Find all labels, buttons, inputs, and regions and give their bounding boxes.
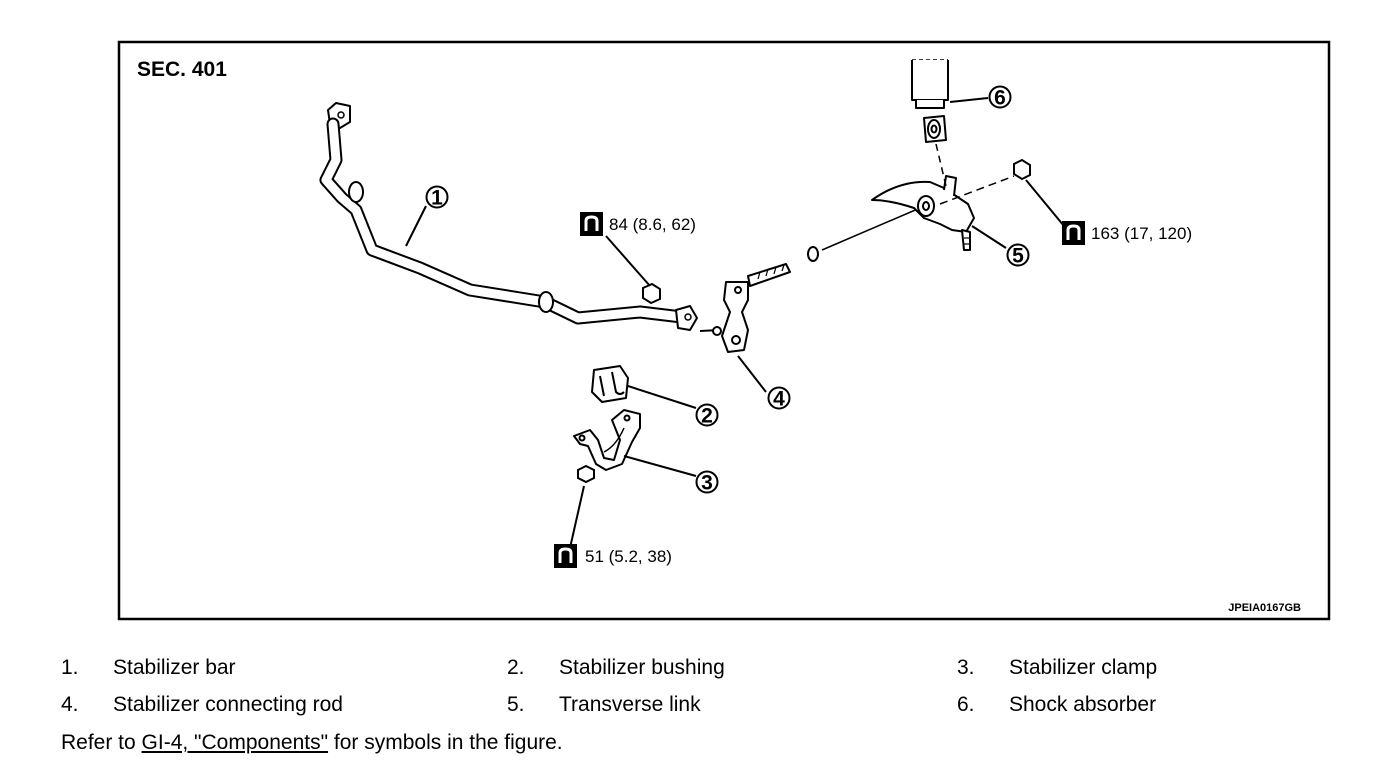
- transverse-link-nut: [1013, 158, 1031, 181]
- assembly-centerline: [821, 207, 921, 251]
- diagram-frame: [117, 40, 1331, 621]
- svg-text:84 (8.6, 62): 84 (8.6, 62): [609, 215, 696, 234]
- callout-5: 5: [1006, 243, 1030, 268]
- reference-note-prefix: Refer to: [61, 731, 142, 754]
- stabilizer-clamp-drawing: [573, 409, 641, 471]
- components-link[interactable]: GI-4, "Components": [141, 731, 329, 754]
- callout-3: 3: [695, 470, 719, 495]
- legend-number: 2.: [507, 656, 525, 679]
- legend-number: 3.: [957, 656, 975, 679]
- shock-centerline: [935, 143, 947, 187]
- torque-spec-51: 51 (5.2, 38): [554, 544, 672, 568]
- torque-wrench-icon: [554, 544, 577, 568]
- svg-text:2: 2: [701, 405, 713, 428]
- torque-spec-84: 84 (8.6, 62): [580, 212, 696, 236]
- svg-text:5: 5: [1012, 245, 1024, 268]
- torque-wrench-icon: [1062, 221, 1085, 245]
- bolt-centerline: [939, 175, 1015, 205]
- svg-text:4: 4: [773, 388, 785, 411]
- torque-wrench-icon: [580, 212, 603, 236]
- svg-text:163 (17, 120): 163 (17, 120): [1091, 224, 1192, 243]
- legend-item-5: 5. Transverse link: [507, 691, 927, 719]
- stabilizer-bar-nut: [642, 282, 661, 305]
- legend-label: Transverse link: [559, 693, 701, 716]
- legend-number: 5.: [507, 693, 525, 716]
- callout-4: 4: [767, 386, 791, 411]
- legend-item-1: 1. Stabilizer bar: [61, 654, 481, 682]
- section-label: SEC. 401: [137, 58, 227, 81]
- legend-number: 4.: [61, 693, 79, 716]
- legend-item-3: 3. Stabilizer clamp: [957, 654, 1357, 682]
- callout-1: 1: [425, 185, 449, 210]
- image-code: JPEIA0167GB: [1228, 602, 1301, 614]
- svg-text:1: 1: [431, 187, 443, 210]
- leader-lines: [405, 97, 1065, 549]
- legend-number: 6.: [957, 693, 975, 716]
- exploded-view-diagram: SEC. 401 JPEIA0167GB: [117, 40, 1331, 621]
- torque-spec-163: 163 (17, 120): [1062, 221, 1192, 245]
- legend-label: Stabilizer bushing: [559, 656, 725, 679]
- legend-label: Stabilizer bar: [113, 656, 236, 679]
- transverse-link-drawing: [871, 175, 975, 251]
- shock-absorber-drawing: [911, 59, 949, 143]
- callout-6: 6: [988, 85, 1012, 110]
- legend-label: Stabilizer connecting rod: [113, 693, 343, 716]
- reference-note-suffix: for symbols in the figure.: [328, 731, 563, 754]
- stabilizer-bar-drawing: [319, 102, 698, 331]
- stabilizer-bushing-drawing: [591, 365, 629, 403]
- svg-text:6: 6: [994, 87, 1006, 110]
- legend-item-4: 4. Stabilizer connecting rod: [61, 691, 481, 719]
- connecting-rod-drawing: [699, 246, 819, 353]
- svg-text:3: 3: [701, 472, 713, 495]
- legend-label: Stabilizer clamp: [1009, 656, 1158, 679]
- legend-item-6: 6. Shock absorber: [957, 691, 1357, 719]
- legend-number: 1.: [61, 656, 79, 679]
- callout-2: 2: [695, 403, 719, 428]
- legend-label: Shock absorber: [1009, 693, 1157, 716]
- stabilizer-clamp-nut: [577, 464, 595, 484]
- reference-note: Refer to GI-4, "Components" for symbols …: [61, 731, 563, 755]
- svg-text:51 (5.2, 38): 51 (5.2, 38): [585, 547, 672, 566]
- legend-item-2: 2. Stabilizer bushing: [507, 654, 927, 682]
